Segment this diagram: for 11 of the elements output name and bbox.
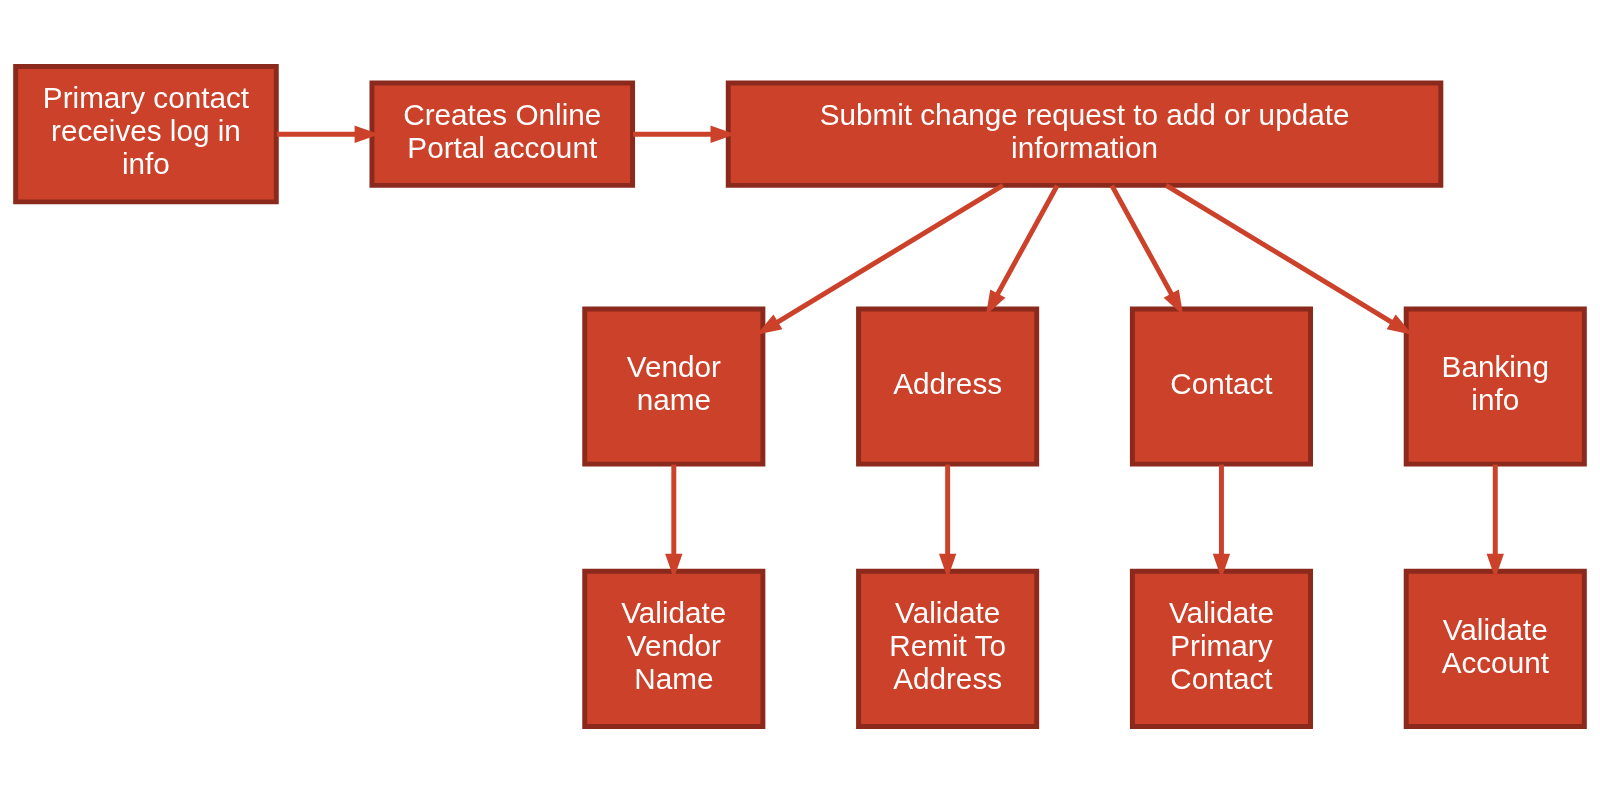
node-box: Vendor name bbox=[582, 306, 766, 467]
node-box: Contact bbox=[1129, 306, 1313, 467]
node-box: Address bbox=[856, 306, 1040, 467]
node-box: Validate Primary Contact bbox=[1129, 568, 1313, 729]
node-box: Creates Online Portal account bbox=[369, 80, 636, 188]
node-box: Validate Vendor Name bbox=[582, 568, 766, 729]
node-box: Validate Account bbox=[1403, 568, 1587, 729]
node-box: Validate Remit To Address bbox=[856, 568, 1040, 729]
node-box: Banking info bbox=[1403, 306, 1587, 467]
node-box: Primary contact receives log in info bbox=[13, 64, 279, 205]
node-box: Submit change request to add or update information bbox=[725, 80, 1444, 188]
